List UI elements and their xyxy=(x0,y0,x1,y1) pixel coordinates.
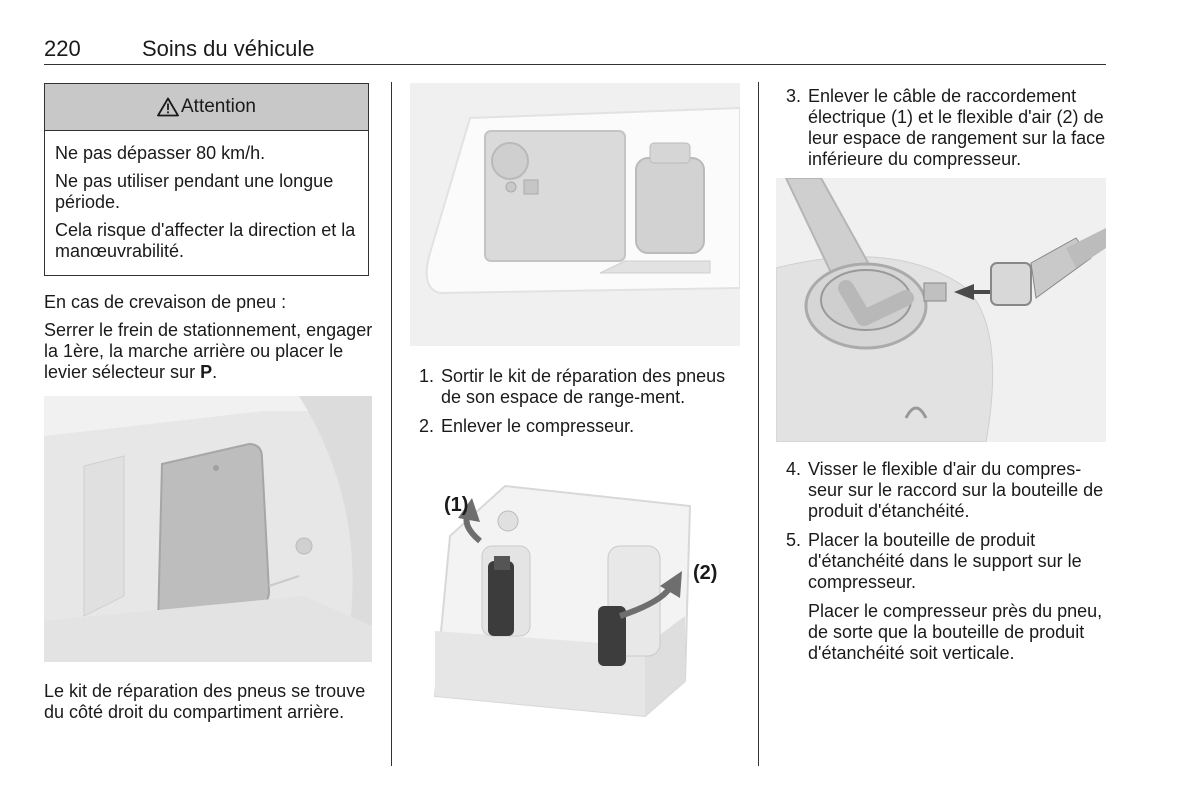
warning-triangle-icon xyxy=(157,97,179,117)
warning-line: Ne pas dépasser 80 km/h. xyxy=(55,143,266,163)
step-2: 2.Enlever le compresseur. xyxy=(419,416,635,436)
intro-text: En cas de crevaison de pneu : xyxy=(44,292,287,312)
trunk-caption: Le kit de réparation des pneus se trouve… xyxy=(44,681,366,722)
page-header: 220 Soins du véhicule xyxy=(44,36,1106,65)
attention-header: Attention xyxy=(45,84,368,131)
callout-2: (2) xyxy=(693,562,717,584)
attention-title: Attention xyxy=(181,96,256,117)
page-number: 220 xyxy=(44,36,81,61)
gear-p-label: P xyxy=(200,362,213,382)
callout-1: (1) xyxy=(444,494,468,516)
trunk-illustration xyxy=(44,396,372,662)
repair-kit-storage-illustration xyxy=(410,83,740,346)
warning-line: Ne pas utiliser pendant une longue pério… xyxy=(55,171,334,212)
instruction-text: Serrer le frein de stationnement, engage… xyxy=(44,320,373,382)
attention-box: Attention Ne pas dépasser 80 km/h. Ne pa… xyxy=(44,83,369,276)
step-4: 4.Visser le flexible d'air du compres-se… xyxy=(786,459,1104,521)
compressor-removal-illustration: (1) (2) xyxy=(410,466,740,731)
step-5-continuation: Placer le compresseur près du pneu, de s… xyxy=(808,601,1103,663)
column-divider xyxy=(391,82,392,766)
section-title: Soins du véhicule xyxy=(142,36,315,61)
column-divider xyxy=(758,82,759,766)
step-5: 5.Placer la bouteille de produit d'étanc… xyxy=(786,530,1082,592)
hose-connection-illustration xyxy=(776,178,1106,442)
step-1: 1.Sortir le kit de réparation des pneus … xyxy=(419,366,726,407)
warning-line: Cela risque d'affecter la direction et l… xyxy=(55,220,356,261)
step-3: 3.Enlever le câble de raccordement élect… xyxy=(786,86,1106,169)
